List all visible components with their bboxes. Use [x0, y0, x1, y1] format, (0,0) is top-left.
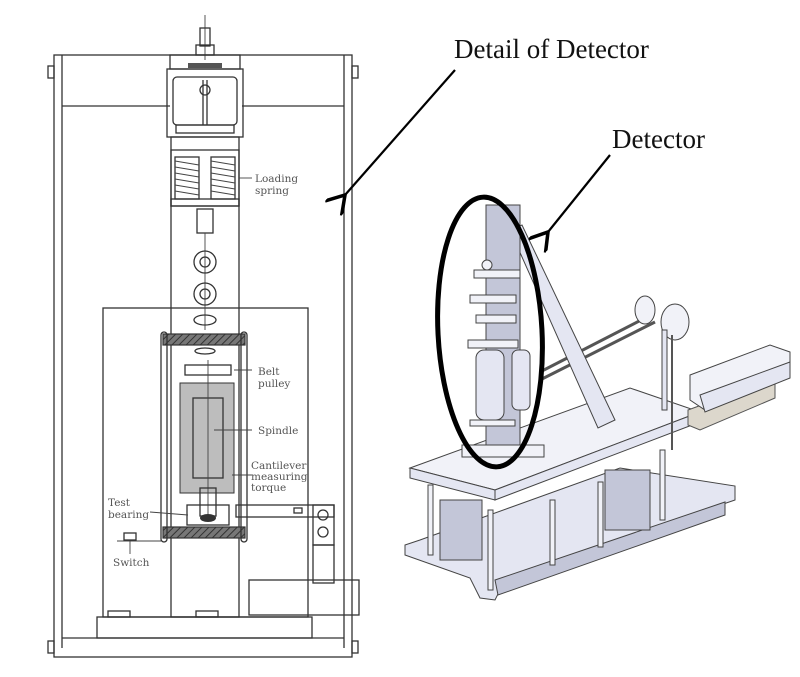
- label-belt-pulley-line1: Belt: [258, 366, 280, 378]
- chain-links: [193, 208, 217, 330]
- switch: [117, 532, 161, 554]
- drive-shaft: [539, 295, 690, 450]
- base-plate: [96, 616, 313, 639]
- label-cantilever-line1: Cantilever: [251, 460, 307, 472]
- top-screw: [169, 15, 241, 70]
- label-spindle: Spindle: [258, 425, 298, 437]
- schematic-drawing: Loading spring Belt pulley Spindle Canti…: [47, 15, 360, 658]
- cad-model: [404, 204, 791, 601]
- label-loading-spring-line2: spring: [255, 185, 289, 197]
- cantilever-arm: [235, 504, 360, 616]
- bearing-chamber: [160, 331, 248, 543]
- motor: [687, 344, 791, 431]
- label-cantilever-line2: measuring: [251, 471, 308, 483]
- loading-head: [166, 68, 244, 138]
- base-bolt: [107, 610, 131, 618]
- callout-detector: Detector: [612, 124, 705, 154]
- detector-assembly: [461, 204, 545, 458]
- base-bolt: [195, 610, 219, 618]
- arrow-detector: [548, 154, 611, 232]
- label-belt-pulley-line2: pulley: [258, 378, 290, 390]
- label-cantilever-line3: torque: [251, 482, 286, 494]
- label-switch: Switch: [113, 557, 150, 569]
- loading-column: [170, 136, 240, 618]
- leader-lines: [149, 369, 252, 516]
- loading-spring: [170, 149, 252, 207]
- label-test-bearing-line2: bearing: [108, 509, 149, 521]
- detector-highlight-ellipse: [435, 194, 545, 470]
- arrow-detail-of-detector: [345, 69, 456, 195]
- callout-detail-of-detector: Detail of Detector: [454, 34, 649, 64]
- label-loading-spring-line1: Loading: [255, 173, 298, 185]
- table-legs: [427, 449, 666, 591]
- outer-frame: [47, 54, 359, 658]
- label-test-bearing-line1: Test: [108, 497, 131, 509]
